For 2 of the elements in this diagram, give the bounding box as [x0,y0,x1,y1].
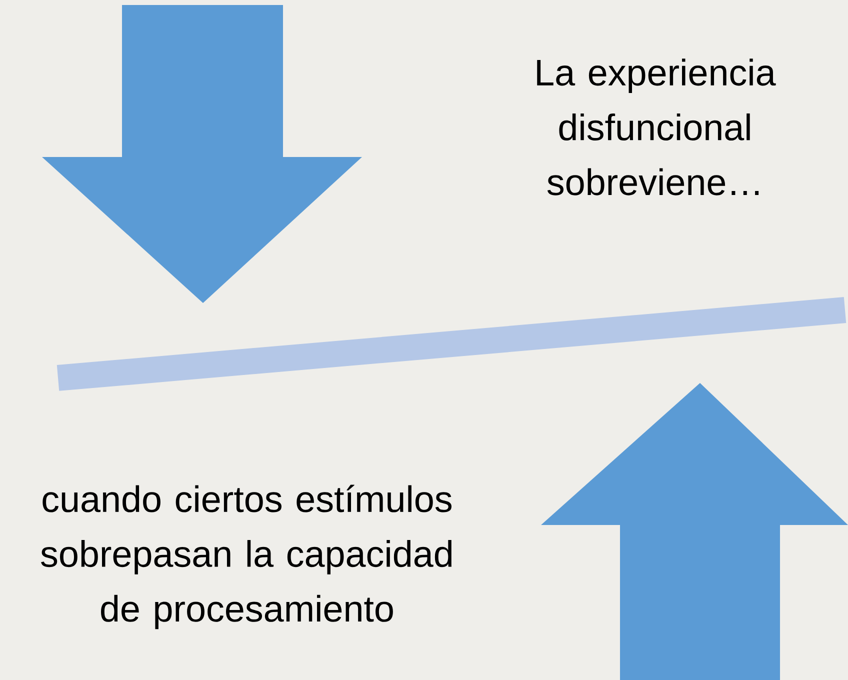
caption-text: cuando ciertos estímulos sobrepasan la capacidad de procesamiento [41,484,452,630]
caption-text: La experiencia disfuncional sobreviene… [537,58,776,196]
